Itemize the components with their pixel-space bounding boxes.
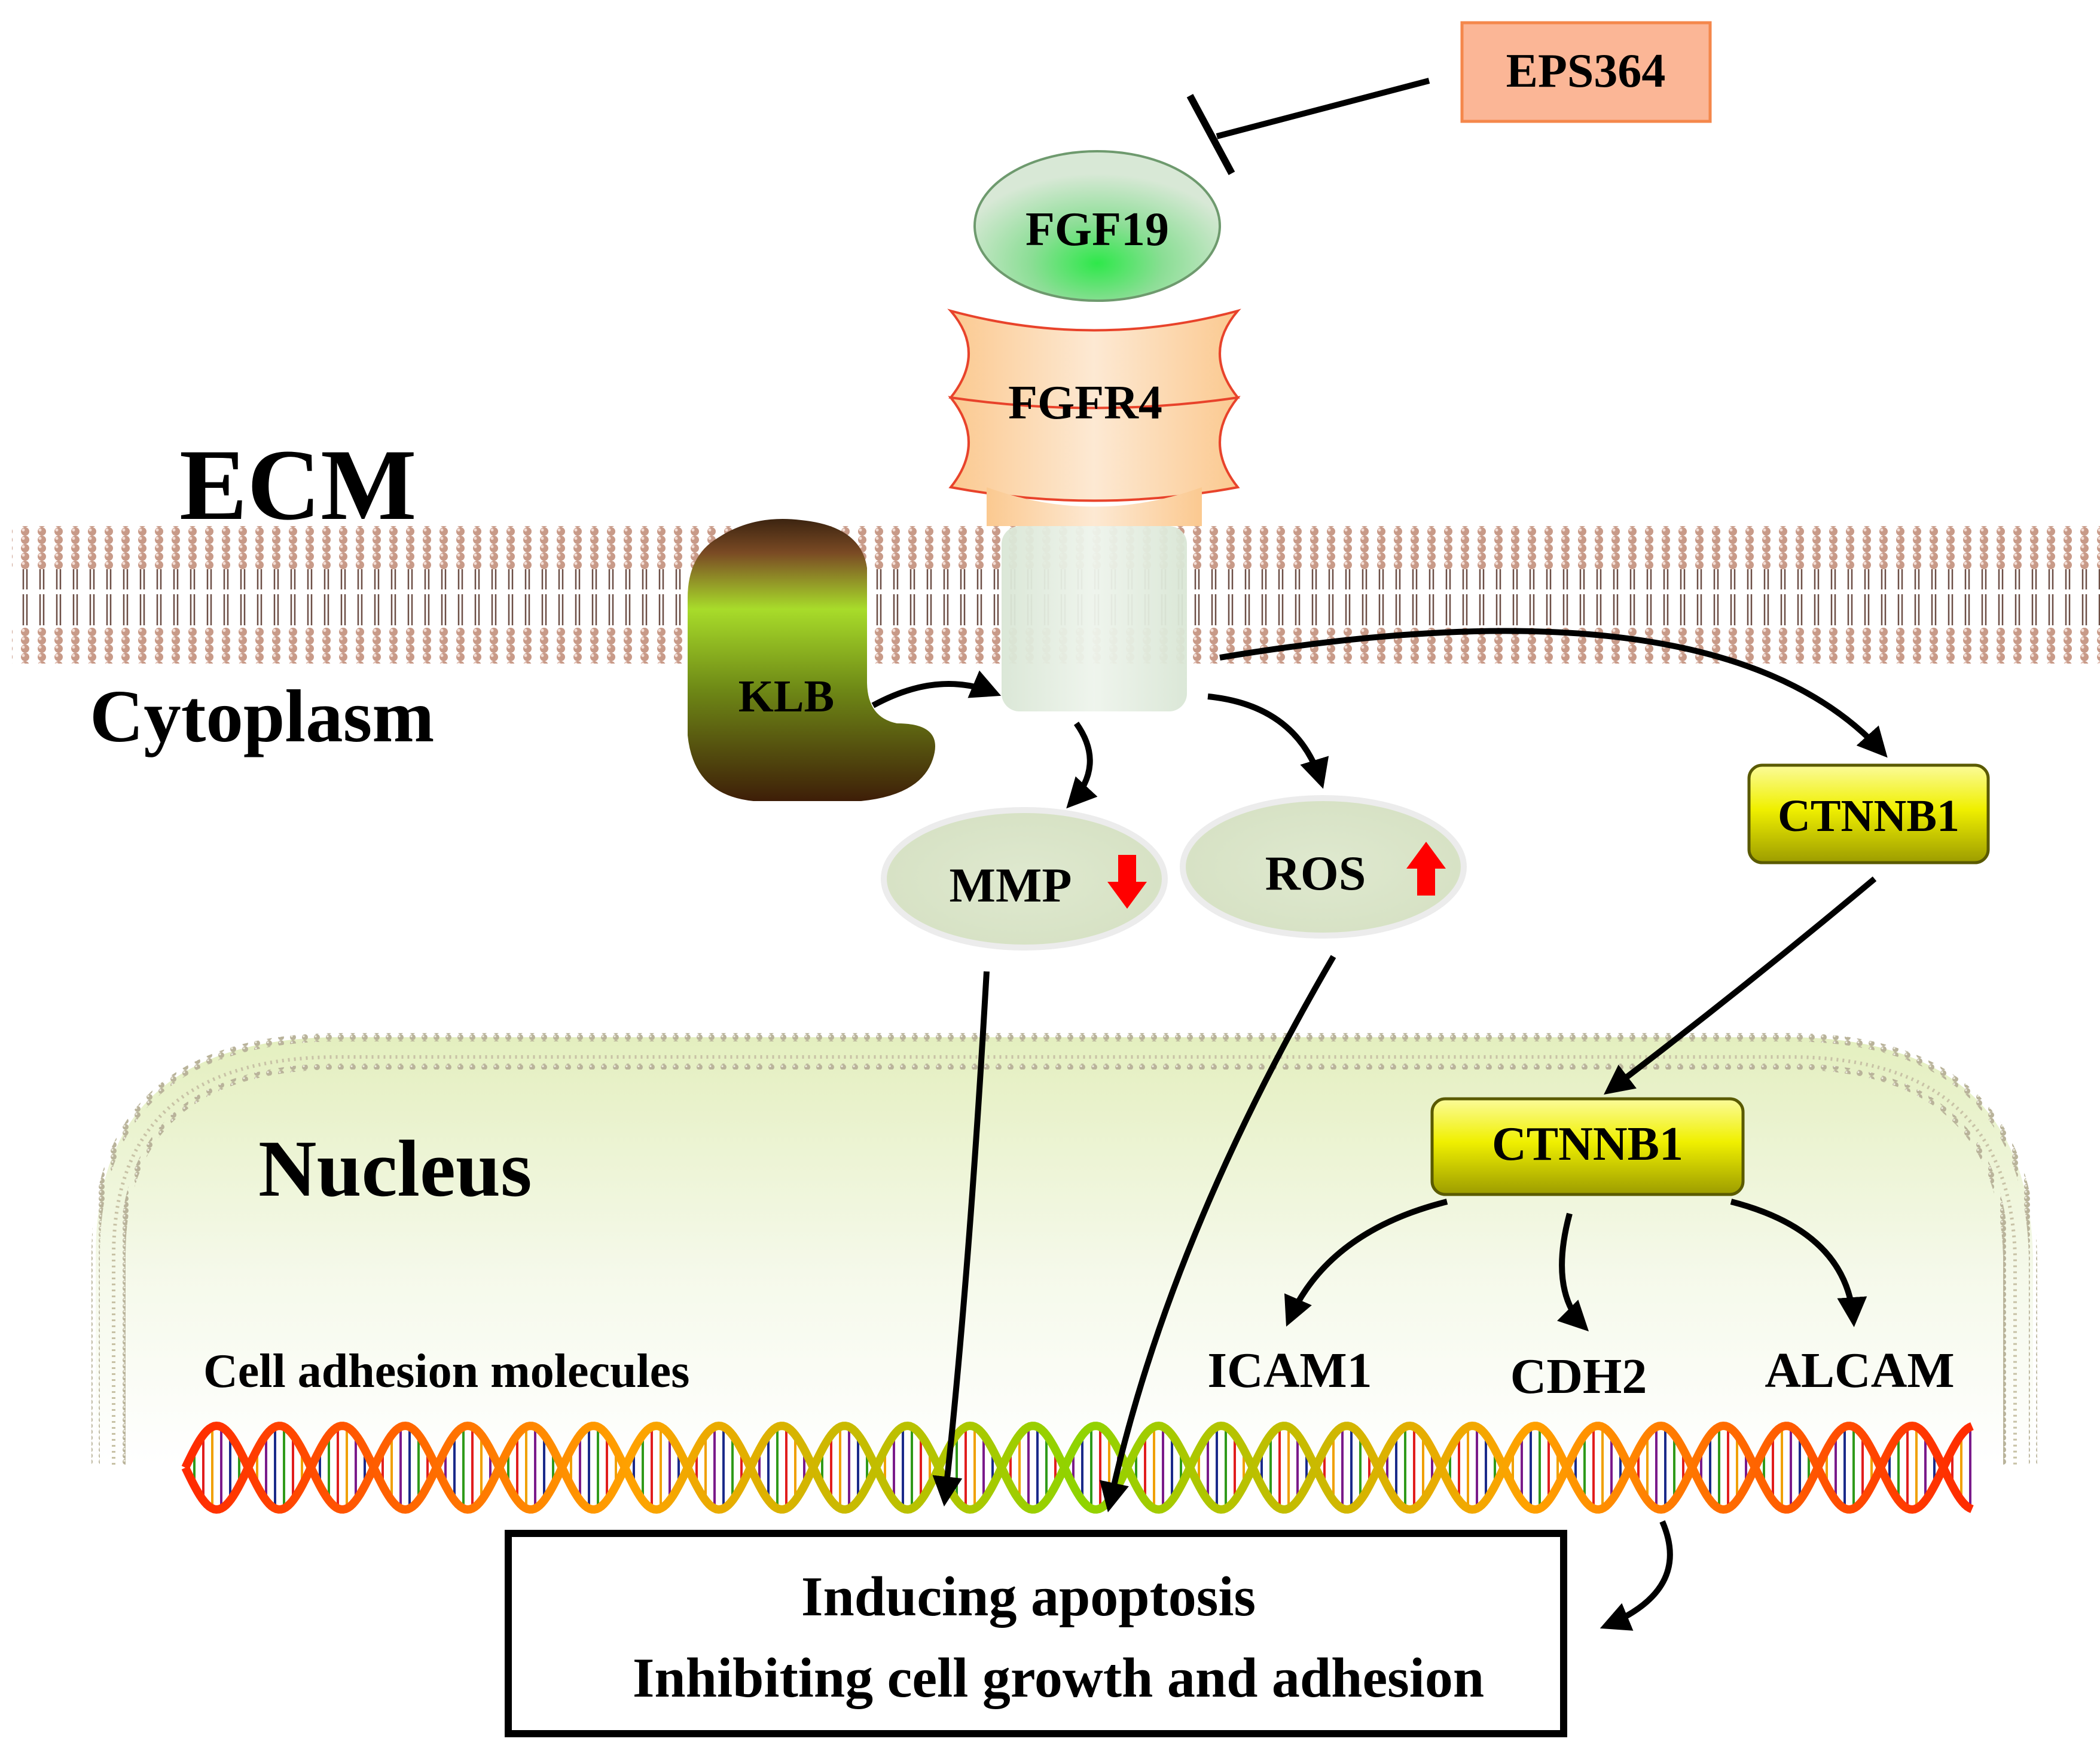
dna-strand-b	[181, 1421, 1974, 1514]
ctnnb1-cytoplasm-label: CTNNB1	[1778, 791, 1959, 841]
cdh2-label: CDH2	[1510, 1349, 1647, 1404]
up-arrow-icon	[1406, 842, 1446, 896]
ctnnb1-translocation-arrow	[1604, 876, 1877, 1095]
down-arrow-icon	[1107, 855, 1147, 909]
ctnnb1-nucleus-node: CTNNB1	[1430, 1097, 1745, 1196]
fgf19-ligand: FGF19	[973, 150, 1221, 302]
inhibition-line	[1216, 78, 1430, 139]
mmp-label: MMP	[950, 858, 1072, 912]
klb-label: KLB	[738, 671, 835, 722]
inhibition-bar	[1186, 94, 1235, 175]
outcome-box: Inducing apoptosis Inhibiting cell growt…	[505, 1530, 1567, 1737]
outcome-line-1: Inducing apoptosis	[801, 1566, 1256, 1628]
fgf19-label: FGF19	[1025, 203, 1169, 256]
pathway-arrows	[871, 628, 1888, 1631]
icam1-label: ICAM1	[1207, 1343, 1372, 1398]
eps364-inhibitor: EPS364	[1186, 21, 1712, 175]
ctnnb1-cytoplasm-node: CTNNB1	[1747, 763, 1990, 864]
cell-adhesion-label: Cell adhesion molecules	[203, 1345, 689, 1398]
cytoplasm-label: Cytoplasm	[90, 676, 434, 758]
dna-strand-a	[181, 1421, 1974, 1514]
outcome-line-2: Inhibiting cell growth and adhesion	[633, 1647, 1484, 1709]
klb-to-fgfr4-arrow	[871, 670, 1002, 708]
klb-protein: KLB	[688, 519, 935, 801]
fgfr4-label: FGFR4	[1008, 377, 1162, 429]
genes-to-outcome-arrow	[1600, 1520, 1673, 1631]
dna-helix	[181, 1421, 1974, 1514]
ecm-label: ECM	[179, 429, 417, 541]
ctnnb1-nucleus-label: CTNNB1	[1492, 1118, 1683, 1171]
ros-node: ROS	[1180, 795, 1467, 939]
ros-label: ROS	[1265, 846, 1366, 900]
mmp-to-outcome-arrow	[932, 971, 990, 1507]
ctnnb1-to-cdh2-arrow	[1557, 1212, 1589, 1332]
fgfr4-to-ctnnb1-arrow	[1219, 628, 1888, 758]
ros-to-outcome-arrow	[1100, 955, 1336, 1512]
fgfr4-to-ros-arrow	[1207, 693, 1329, 789]
nucleus-compartment	[91, 1033, 2037, 1465]
fgfr4-receptor: FGFR4	[947, 308, 1241, 711]
mmp-node: MMP	[881, 807, 1168, 951]
fgfr4-to-mmp-arrow	[1066, 722, 1098, 809]
ctnnb1-to-alcam-arrow	[1730, 1199, 1867, 1327]
nucleus-label: Nucleus	[258, 1125, 532, 1214]
ctnnb1-to-icam1-arrow	[1284, 1199, 1448, 1327]
alcam-label: ALCAM	[1765, 1343, 1954, 1398]
eps364-label: EPS364	[1506, 45, 1666, 97]
